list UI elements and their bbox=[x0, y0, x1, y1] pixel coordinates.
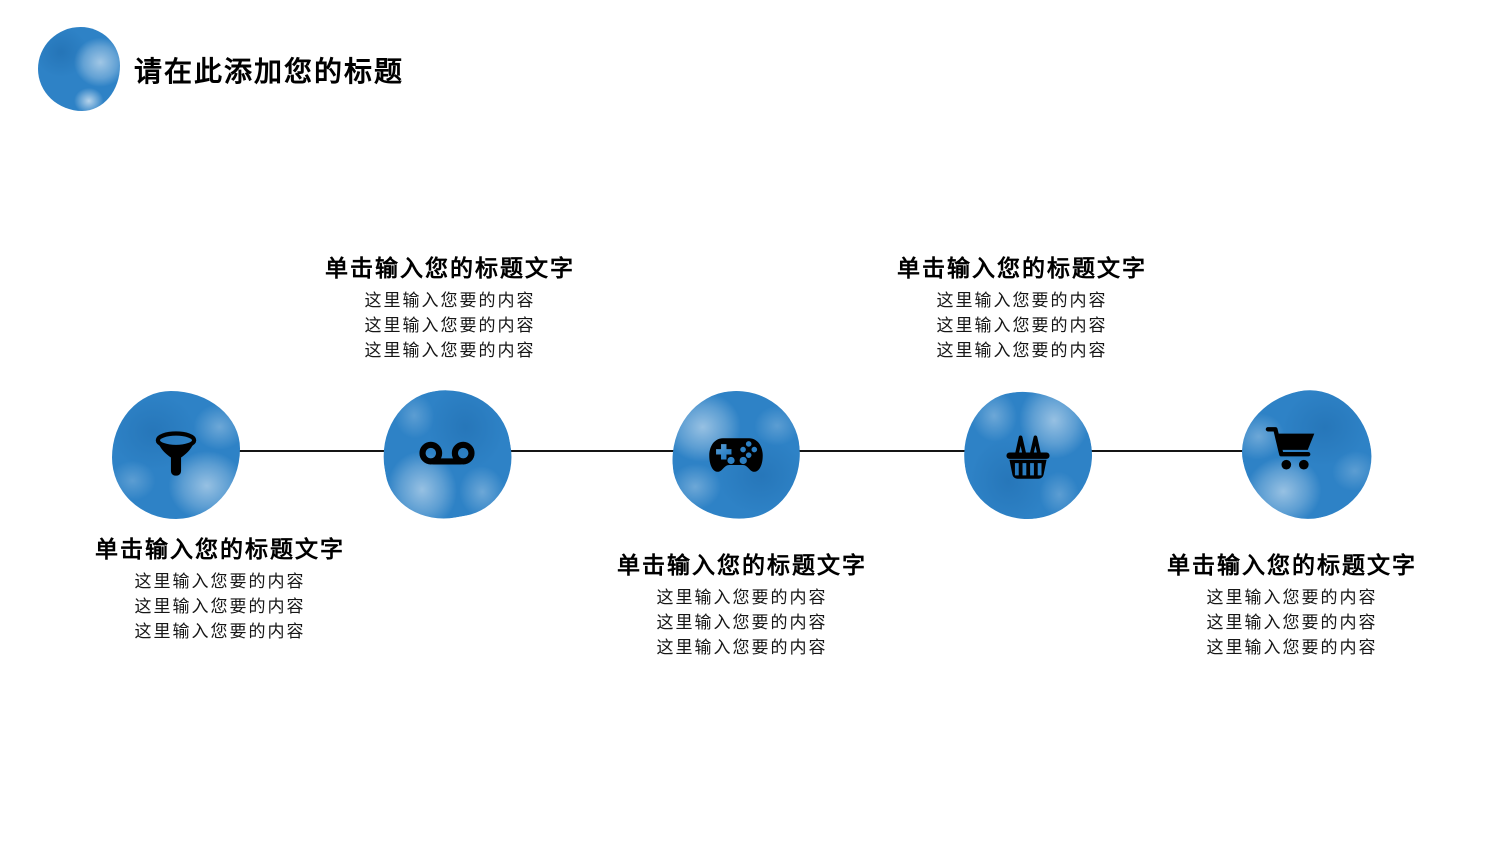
step-1-body-line: 这里输入您要的内容 bbox=[134, 572, 306, 591]
step-5-body-line: 这里输入您要的内容 bbox=[1206, 638, 1378, 657]
step-1-body-line: 这里输入您要的内容 bbox=[134, 622, 306, 641]
timeline-node-2 bbox=[372, 379, 522, 529]
step-3-body-line: 这里输入您要的内容 bbox=[656, 588, 828, 607]
step-2-title: 单击输入您的标题文字 bbox=[325, 255, 575, 281]
gamepad-icon bbox=[709, 438, 763, 472]
step-3-text-block: 单击输入您的标题文字 这里输入您要的内容 这里输入您要的内容 这里输入您要的内容 bbox=[562, 550, 922, 660]
step-5-body-line: 这里输入您要的内容 bbox=[1206, 613, 1378, 632]
step-3-body-line: 这里输入您要的内容 bbox=[656, 613, 828, 632]
step-4-body-line: 这里输入您要的内容 bbox=[936, 291, 1108, 310]
step-4-title: 单击输入您的标题文字 bbox=[897, 255, 1147, 281]
step-1-text-block: 单击输入您的标题文字 这里输入您要的内容 这里输入您要的内容 这里输入您要的内容 bbox=[40, 534, 400, 644]
step-4-body-line: 这里输入您要的内容 bbox=[936, 316, 1108, 335]
step-1-title: 单击输入您的标题文字 bbox=[95, 536, 345, 562]
step-5-text-block: 单击输入您的标题文字 这里输入您要的内容 这里输入您要的内容 这里输入您要的内容 bbox=[1112, 550, 1472, 660]
step-2-body-line: 这里输入您要的内容 bbox=[364, 291, 536, 310]
shopping-basket-icon bbox=[1006, 435, 1050, 479]
step-4-body-line: 这里输入您要的内容 bbox=[936, 341, 1108, 360]
step-5-body-line: 这里输入您要的内容 bbox=[1206, 588, 1378, 607]
step-5-title: 单击输入您的标题文字 bbox=[1167, 552, 1417, 578]
step-2-body-line: 这里输入您要的内容 bbox=[364, 341, 536, 360]
step-1-body-line: 这里输入您要的内容 bbox=[134, 597, 306, 616]
timeline-node-3 bbox=[666, 385, 806, 525]
funnel-icon bbox=[155, 431, 197, 476]
watercolor-blob bbox=[112, 391, 240, 519]
step-2-body-line: 这里输入您要的内容 bbox=[364, 316, 536, 335]
timeline-node-1 bbox=[112, 391, 240, 519]
step-3-body-line: 这里输入您要的内容 bbox=[656, 638, 828, 657]
step-3-title: 单击输入您的标题文字 bbox=[617, 552, 867, 578]
watercolor-dot-icon bbox=[38, 27, 120, 111]
timeline-node-4 bbox=[955, 382, 1101, 528]
shopping-cart-icon bbox=[1265, 426, 1315, 469]
voicemail-icon bbox=[419, 441, 475, 465]
step-4-text-block: 单击输入您的标题文字 这里输入您要的内容 这里输入您要的内容 这里输入您要的内容 bbox=[842, 253, 1202, 363]
page-title: 请在此添加您的标题 bbox=[134, 56, 405, 87]
timeline-node-5 bbox=[1231, 379, 1383, 531]
step-2-text-block: 单击输入您的标题文字 这里输入您要的内容 这里输入您要的内容 这里输入您要的内容 bbox=[270, 253, 630, 363]
